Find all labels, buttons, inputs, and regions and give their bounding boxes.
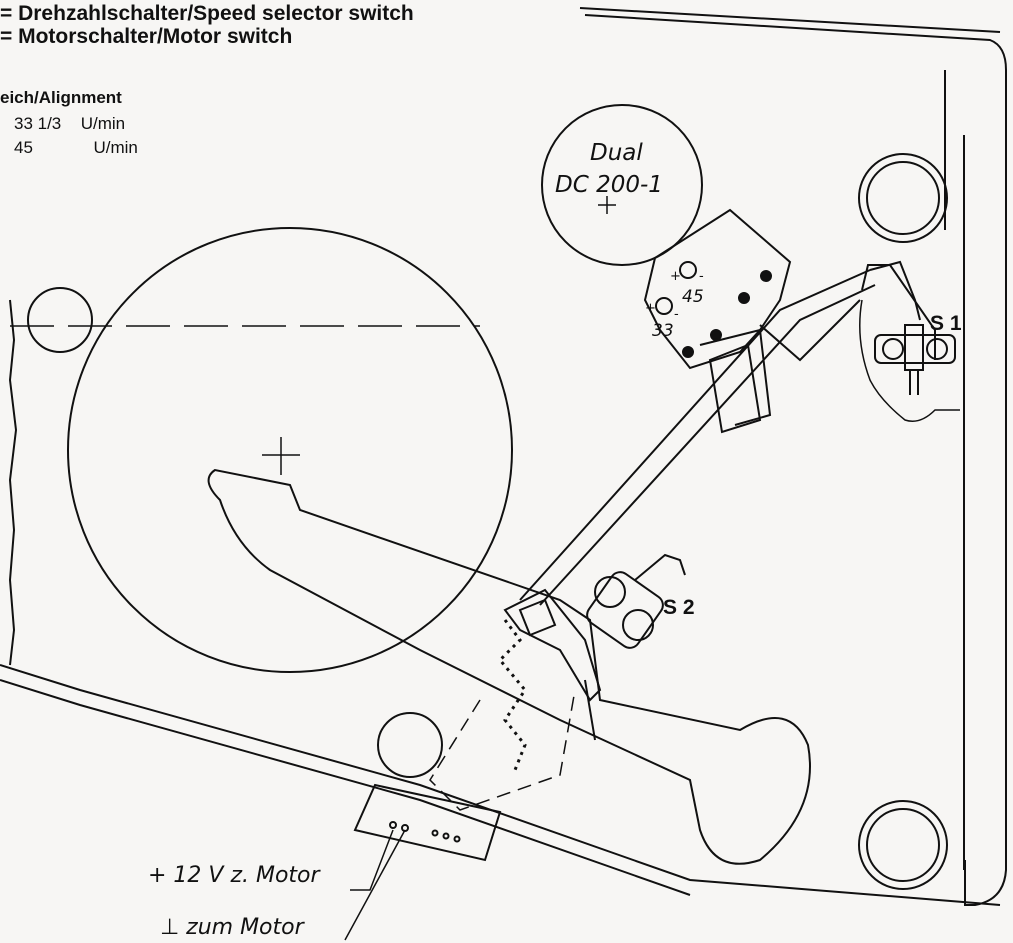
motor-body (541, 104, 703, 266)
speed-mark-33: 33 (652, 321, 674, 341)
left-edge (8, 299, 18, 666)
switch-label-s1: S 1 (930, 312, 962, 335)
lower-chassis-edge-inner (0, 679, 691, 896)
switch-contact (738, 292, 750, 304)
linkage-rod (708, 343, 762, 434)
lower-chassis-edge (0, 664, 1001, 906)
linkage-link (759, 299, 861, 362)
s1-cutout (859, 299, 960, 422)
s2-lever-inner (518, 598, 557, 637)
s1-terminal (909, 370, 919, 395)
switch-contact (710, 329, 722, 341)
speed-adjust-high (679, 261, 697, 279)
alignment-value: 45 (14, 138, 33, 157)
mount-hole-bottom (858, 800, 948, 890)
alignment-heading: eich/Alignment (0, 88, 122, 107)
s2-switch-body (586, 571, 664, 649)
s2-lever (503, 588, 602, 702)
s2-terminal (634, 553, 686, 581)
mount-hole-bottom-inner (866, 808, 940, 882)
alignment-row-33: 33 1/3 U/min (14, 114, 125, 134)
motor-label-brand: Dual (590, 140, 643, 166)
legend: = Drehzahlschalter/Speed selector switch… (0, 2, 414, 48)
label-plus-12v: + 12 V z. Motor (148, 863, 322, 888)
wiring-dotted (497, 619, 527, 771)
linkage-rod (519, 269, 871, 601)
terminal-block (353, 783, 502, 862)
tonearm-joint (584, 679, 596, 741)
chassis-top-edge (579, 7, 1001, 33)
lower-hole (377, 712, 443, 778)
s1-switch-actuator (904, 324, 924, 371)
speed-mark-minus-low: - (674, 307, 679, 322)
leader-plus-12v (350, 829, 394, 891)
mount-hole-top-inner (866, 161, 940, 235)
alignment-value: 33 1/3 (14, 114, 62, 133)
speed-switch-plate (643, 208, 792, 370)
mount-hole-left (27, 287, 93, 353)
s1-bracket-edge (861, 264, 936, 360)
alignment-row-45: 45 U/min (14, 138, 138, 158)
switch-contact (760, 270, 772, 282)
mount-hole-top (858, 153, 948, 243)
s2-switch-hole (594, 576, 626, 608)
tonearm (207, 468, 811, 865)
linkage-bracket (699, 328, 772, 426)
s1-switch-body (874, 334, 956, 364)
leader-ground (344, 829, 406, 941)
switch-contact (682, 346, 694, 358)
alignment-unit: U/min (80, 114, 126, 133)
linkage-rod (539, 284, 876, 606)
s2-switch-hole (622, 609, 654, 641)
speed-mark-45: 45 (682, 287, 704, 307)
terminal-pin (453, 835, 461, 843)
wiring-dashed (429, 689, 576, 811)
alignment-unit: U/min (93, 138, 138, 157)
platter (67, 227, 513, 673)
speed-mark-plus: + (670, 269, 681, 284)
terminal-pin (389, 821, 397, 829)
chassis-outline (584, 14, 1007, 906)
speed-mark-minus: - (699, 269, 704, 284)
motor-label-model: DC 200-1 (555, 172, 663, 198)
terminal-pin (442, 832, 450, 840)
switch-label-s2: S 2 (663, 596, 695, 619)
speed-adjust-low (655, 297, 673, 315)
legend-motor-switch: = Motorschalter/Motor switch (0, 25, 293, 48)
platter-center-mark (262, 437, 300, 475)
motor-center-mark (598, 196, 616, 214)
s1-switch-hole (926, 338, 948, 360)
speed-mark-plus-low: + (645, 301, 656, 316)
legend-speed-selector: = Drehzahlschalter/Speed selector switch (0, 2, 414, 25)
s1-switch-hole (882, 338, 904, 360)
label-ground: ⊥ zum Motor (160, 915, 306, 940)
terminal-pin (431, 829, 439, 837)
